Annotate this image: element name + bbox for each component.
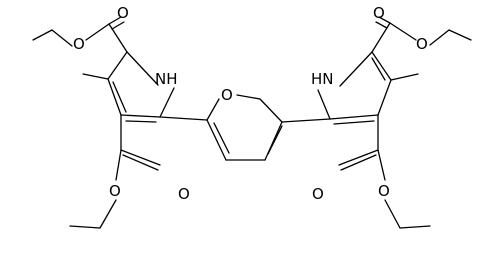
right-pyrrole-hn-label: HN: [311, 70, 334, 88]
left-pyrrole-furan-bond: [159, 116, 208, 121]
left-bottom-ester: [69, 114, 161, 229]
furan-right-pyrrole-bond: [281, 118, 331, 123]
right-bottom-ester: [338, 114, 431, 229]
right-top-carbonyl-o-label: O: [373, 4, 385, 22]
right-top-ester-o-label: O: [416, 35, 428, 53]
left-bottom-carbonyl-o-label: O: [178, 185, 190, 203]
right-bottom-carbonyl-o-label: O: [312, 185, 324, 203]
right-top-ester: [371, 16, 472, 53]
right-pyrrole-ring: [317, 51, 392, 125]
right-bottom-ester-o-label: O: [378, 182, 390, 200]
right-methyl-bond: [390, 73, 419, 81]
left-top-ester-o-label: O: [73, 35, 85, 53]
furan-ring: [206, 94, 283, 161]
left-methyl-bond: [82, 73, 109, 80]
left-bottom-ester-o-label: O: [109, 182, 121, 200]
left-pyrrole-ring: [107, 51, 175, 123]
left-top-ester: [32, 16, 128, 53]
left-pyrrole-nh-label: NH: [155, 70, 178, 88]
furan-oxygen-label: O: [221, 86, 233, 104]
left-top-carbonyl-o-label: O: [117, 4, 129, 22]
